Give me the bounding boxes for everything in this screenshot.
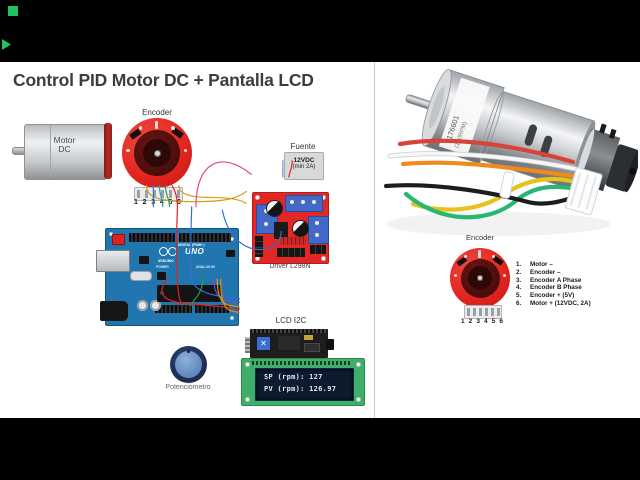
motor-photo: 1176601 (100RPM) xyxy=(383,69,638,236)
icsp-pins xyxy=(226,250,235,257)
i2c-jumper xyxy=(326,339,334,350)
corner-mark-triangle xyxy=(2,39,11,50)
power-label: POWER xyxy=(156,265,169,269)
trimpot-icon: ✕ xyxy=(257,337,270,350)
capacitor-icon xyxy=(266,200,283,217)
pinout-item: 6. Motor + (12VDC, 2A) xyxy=(516,299,591,307)
atmega-ic xyxy=(157,285,221,302)
capacitor-icon xyxy=(292,220,309,237)
analog-label: ANALOG IN xyxy=(196,265,215,269)
power-header xyxy=(155,305,192,313)
jumper-block xyxy=(310,245,326,254)
lcd-display: SP (rpm): 127 PV (rpm): 126.97 xyxy=(241,358,365,406)
digital-header xyxy=(179,233,231,242)
driver-label: Driver L298N xyxy=(269,263,311,270)
jumper-block xyxy=(255,236,263,257)
pinout-connector xyxy=(464,305,502,319)
zip-tie xyxy=(499,171,515,199)
panel-divider xyxy=(374,62,375,418)
pinout-pin-numbers: 1 2 3 4 5 6 xyxy=(461,318,503,325)
crystal-oscillator xyxy=(130,271,152,281)
potentiometer xyxy=(170,346,207,383)
lcd-label: LCD I2C xyxy=(275,316,307,325)
pinout-item: 5. Encoder + (5V) xyxy=(516,292,575,300)
l298n-board xyxy=(252,192,329,264)
encoder-slot xyxy=(154,120,159,130)
smd-component xyxy=(157,272,166,280)
capacitor-icon xyxy=(137,300,148,311)
pinout-encoder-board xyxy=(450,248,510,308)
pinout-item: 4. Encoder B Phase xyxy=(516,284,582,292)
encoder-hub xyxy=(153,149,161,157)
jumper-block xyxy=(277,248,305,257)
encoder-board xyxy=(122,118,192,188)
arduino-logo-icon xyxy=(159,247,168,256)
voltage-regulator xyxy=(139,256,149,264)
pinout-item: 2. Encoder – xyxy=(516,269,561,277)
motor-seam xyxy=(50,125,51,177)
lcd-screen: SP (rpm): 127 PV (rpm): 126.97 xyxy=(255,368,354,401)
analog-header xyxy=(195,305,229,313)
digital-header xyxy=(129,233,175,242)
power-jack xyxy=(100,301,128,321)
pinout-item: 3. Encoder A Phase xyxy=(516,276,582,284)
header-pins xyxy=(280,237,306,245)
lcd-line-pv: PV (rpm): 126.97 xyxy=(264,385,337,393)
wiring-overlay xyxy=(145,160,293,313)
power-supply: 12VDC (min 2A) xyxy=(284,152,324,180)
lcd-line-sp: SP (rpm): 127 xyxy=(264,373,323,381)
slide-content: Control PID Motor DC + Pantalla LCD Moto… xyxy=(0,62,640,418)
capacitor-icon xyxy=(150,300,161,311)
regulator-ic xyxy=(274,222,288,239)
motor-label: Motor DC xyxy=(53,135,76,155)
wire-connector xyxy=(564,167,603,216)
i2c-backpack: ✕ xyxy=(245,329,334,358)
usb-port xyxy=(96,250,130,272)
power-supply-label: Fuente xyxy=(290,142,316,151)
i2c-input-pins xyxy=(245,337,250,353)
arduino-brand-label: ARDUINO xyxy=(158,259,174,263)
pinout-item: 1. Motor – xyxy=(516,261,553,269)
motor-dc xyxy=(24,124,107,180)
encoder-connector xyxy=(134,187,183,201)
encoder-label: Encoder xyxy=(142,108,172,117)
pinout-list: 1. Motor – 2. Encoder – 3. Encoder A Pha… xyxy=(516,261,636,307)
page-title: Control PID Motor DC + Pantalla LCD xyxy=(13,70,314,90)
corner-mark-square xyxy=(8,6,18,16)
pot-knob xyxy=(174,350,202,378)
potentiometer-label: Potenciómetro xyxy=(165,384,211,391)
pinout-encoder-label: Encoder xyxy=(466,233,494,242)
reset-button xyxy=(112,234,125,245)
uno-label: UNO xyxy=(185,247,205,256)
motor-encoder-disc xyxy=(104,123,112,179)
